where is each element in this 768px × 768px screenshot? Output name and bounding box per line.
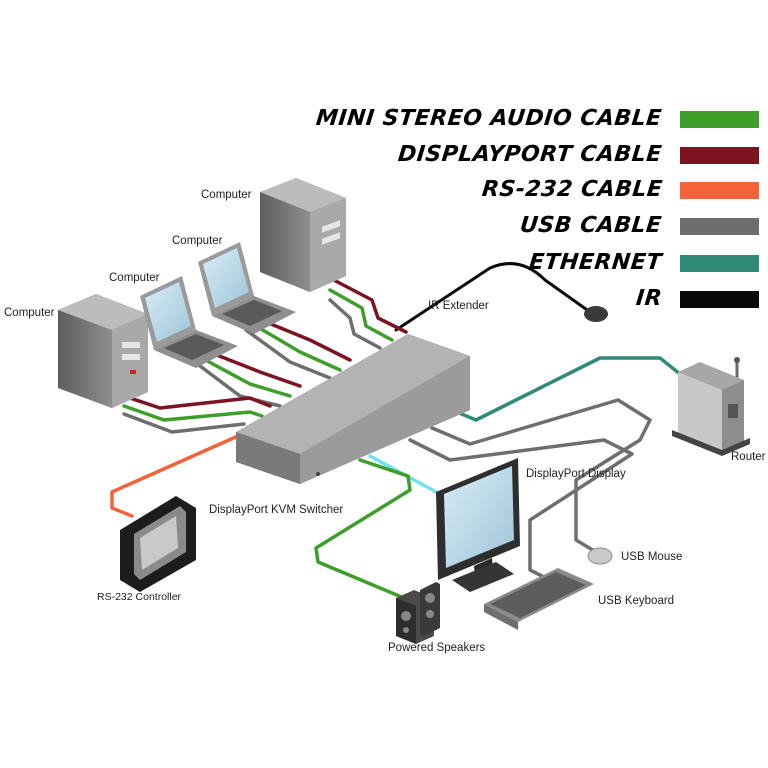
computer-tower-right bbox=[260, 178, 346, 292]
cable-rs232 bbox=[110, 434, 240, 518]
label-computer-tower-right: Computer bbox=[201, 189, 252, 201]
label-display: DisplayPort Display bbox=[526, 468, 626, 480]
cable-audio-laptop-right bbox=[254, 324, 342, 372]
legend-swatch-usb bbox=[680, 218, 759, 235]
legend-swatch-rs232 bbox=[680, 182, 759, 199]
laptop-right bbox=[198, 242, 296, 334]
cable-ethernet bbox=[450, 356, 702, 422]
label-ir-extender: IR Extender bbox=[428, 300, 489, 312]
cable-usb-laptop-right bbox=[244, 328, 332, 380]
label-powered-speakers: Powered Speakers bbox=[388, 642, 486, 654]
cable-audio-right-computer bbox=[328, 288, 394, 342]
ir-extender bbox=[584, 306, 608, 322]
legend-swatch-audio bbox=[680, 111, 759, 128]
cable-displayport-right-computer bbox=[328, 276, 408, 334]
usb-mouse bbox=[587, 547, 613, 565]
usb-keyboard bbox=[484, 568, 594, 630]
label-usb-mouse: USB Mouse bbox=[621, 551, 683, 563]
label-kvm-switcher: DisplayPort KVM Switcher bbox=[209, 504, 344, 516]
cable-usb-left-computer bbox=[122, 412, 246, 434]
laptop-left bbox=[140, 276, 238, 368]
cable-displayport-laptop-left bbox=[202, 348, 302, 388]
computer-tower-left bbox=[58, 294, 148, 408]
kvm-switcher bbox=[236, 334, 470, 484]
powered-speakers bbox=[396, 582, 440, 644]
legend-swatch-ethernet bbox=[680, 255, 759, 272]
cables bbox=[110, 262, 702, 600]
label-usb-keyboard: USB Keyboard bbox=[598, 595, 675, 607]
label-router: Router bbox=[731, 451, 766, 463]
cable-displayport-left-computer bbox=[122, 394, 272, 410]
router bbox=[672, 357, 750, 456]
cable-usb-right-computer bbox=[328, 298, 382, 350]
legend-swatch-ir bbox=[680, 291, 759, 308]
rs232-controller bbox=[120, 496, 196, 592]
cable-audio-laptop-left bbox=[196, 354, 292, 398]
legend-swatch-displayport bbox=[680, 147, 759, 164]
cable-ir bbox=[394, 262, 592, 332]
cable-audio-to-speakers bbox=[314, 458, 412, 600]
label-computer-tower-left: Computer bbox=[4, 307, 55, 319]
displayport-display bbox=[436, 458, 520, 592]
cable-usb-to-keyboard bbox=[408, 438, 634, 578]
label-laptop-left: Computer bbox=[109, 272, 160, 284]
label-rs232-controller: RS-232 Controller bbox=[97, 591, 182, 603]
cable-usb-to-mouse bbox=[430, 398, 652, 554]
cable-displayport-laptop-right bbox=[264, 320, 352, 362]
label-laptop-right: Computer bbox=[172, 235, 223, 247]
cable-audio-left-computer bbox=[122, 404, 264, 422]
cable-usb-laptop-left bbox=[190, 358, 282, 408]
